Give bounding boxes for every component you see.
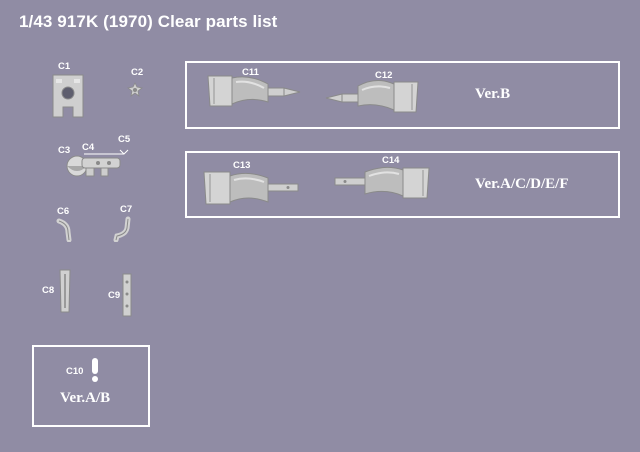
- part-label-c6: C6: [57, 206, 70, 217]
- part-label-c13: C13: [233, 160, 251, 171]
- page-title: 1/43 917K (1970) Clear parts list: [19, 12, 278, 31]
- group-label-ver-b: Ver.B: [475, 86, 511, 102]
- group-box-ver-ab: [32, 345, 150, 427]
- part-label-c8: C8: [42, 285, 55, 296]
- part-label-c2: C2: [131, 67, 144, 78]
- group-label-ver-ab: Ver.A/B: [60, 390, 111, 406]
- part-label-c11: C11: [242, 67, 259, 78]
- part-c13-image: [203, 171, 299, 205]
- part-c3-c5-image: [66, 149, 129, 177]
- part-c8-image: [59, 269, 71, 313]
- part-label-c14: C14: [382, 155, 400, 166]
- group-box-ver-acdef: [185, 151, 620, 218]
- part-c1-image: [52, 74, 84, 118]
- part-label-c7: C7: [120, 204, 133, 215]
- part-label-c9: C9: [108, 290, 121, 301]
- part-label-c4: C4: [82, 142, 95, 153]
- part-c2-image: [127, 82, 143, 97]
- part-label-c12: C12: [375, 70, 393, 81]
- part-c12-image: [325, 80, 419, 113]
- part-c11-image: [207, 75, 301, 107]
- part-c10-image: [92, 358, 98, 382]
- part-c9-image: [122, 273, 132, 317]
- part-label-c1: C1: [58, 61, 71, 72]
- part-label-c3: C3: [58, 145, 71, 156]
- part-c14-image: [334, 166, 430, 199]
- group-box-ver-b: [185, 61, 620, 129]
- group-label-ver-acdef: Ver.A/C/D/E/F: [475, 176, 569, 192]
- part-label-c5: C5: [118, 134, 131, 145]
- part-c7-image: [113, 216, 131, 242]
- part-c6-image: [56, 218, 72, 242]
- part-label-c10: C10: [66, 366, 84, 377]
